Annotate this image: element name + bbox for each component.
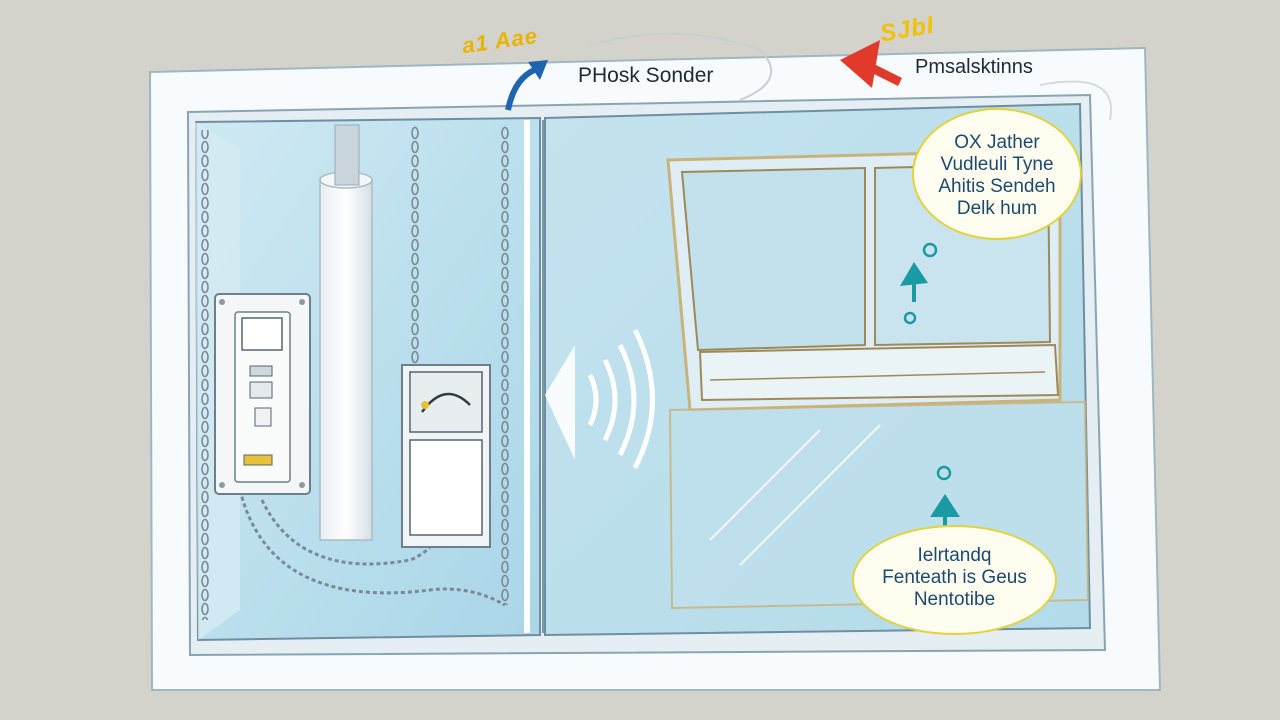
callout-line: Fenteath is Geus [882,567,1027,588]
pulley-box-icon [401,364,491,548]
callout-bubble-bottom: Ielrtandq Fenteath is Geus Nentotibe [852,525,1057,635]
callout-bubble-top: OX Jather Vudleuli Tyne Ahitis Sendeh De… [912,108,1082,240]
control-panel-icon [214,293,311,495]
callout-line: Nentotibe [913,589,996,610]
callout-line: Ahitis Sendeh [938,176,1056,197]
callout-line: OX Jather [954,132,1040,153]
arrow-icon [505,40,960,530]
vertical-pipe [319,124,373,541]
top-right-label: Pmsalsktinns [915,56,1033,78]
sketch-squiggles [589,32,1113,121]
signal-waves-icon [545,328,655,470]
top-center-label: PHosk Sonder [578,64,714,87]
callout-line: Delk hum [956,198,1038,219]
callout-line: Vudleuli Tyne [940,154,1054,175]
callout-line: Ielrtandq [917,545,992,566]
